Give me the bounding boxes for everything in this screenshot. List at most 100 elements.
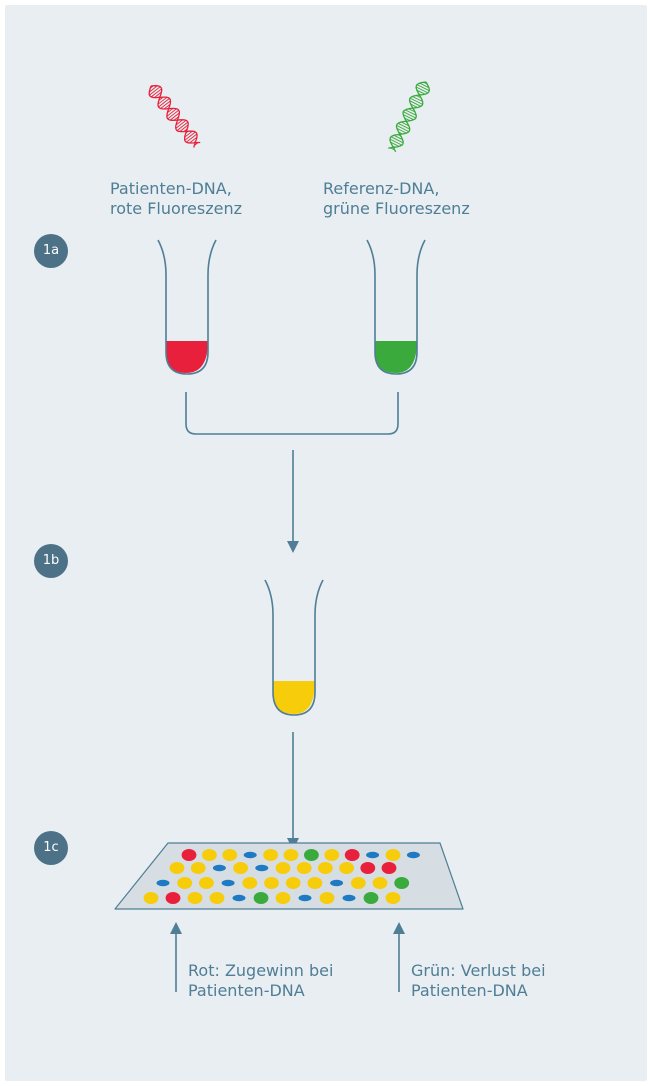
dna-rung <box>409 97 423 105</box>
spot-blue <box>366 851 380 859</box>
spot-blue <box>255 864 269 872</box>
spot-yellow <box>385 849 401 861</box>
merge-connector <box>185 392 399 435</box>
patient-dna-helix-icon <box>148 85 201 148</box>
dna-rung <box>392 145 396 148</box>
mixed-tube-liquid <box>273 681 315 714</box>
spot-yellow <box>202 849 217 861</box>
spot-blue <box>156 879 170 887</box>
spot-yellow <box>307 877 323 889</box>
dna-rung <box>397 122 410 130</box>
loss-label: Grün: Verlust bei Patienten-DNA <box>411 961 546 1001</box>
dna-rung <box>179 124 189 132</box>
spot-green <box>253 892 269 904</box>
dna-rung <box>390 147 395 151</box>
dna-rung <box>416 95 422 99</box>
dna-rung <box>396 124 410 133</box>
dna-strand <box>148 85 201 144</box>
dna-rung <box>410 103 418 108</box>
spot-yellow <box>324 849 340 861</box>
spot-yellow <box>143 892 159 904</box>
dna-rung <box>390 136 404 144</box>
patient-tube-outline <box>157 239 217 375</box>
dna-rung <box>184 131 196 141</box>
spot-yellow <box>275 862 291 874</box>
reference-tube-outline <box>366 239 426 375</box>
dna-rung <box>163 103 171 110</box>
patient-dna-label: Patienten-DNA, rote Fluoreszenz <box>110 179 242 219</box>
dna-rung <box>402 114 414 121</box>
dna-rung <box>397 134 401 137</box>
dna-rung <box>175 119 183 126</box>
dna-rung <box>419 82 430 89</box>
dna-rung <box>398 131 403 135</box>
spot-yellow <box>275 892 291 904</box>
dna-rung <box>167 108 174 114</box>
gain-label-line-1: Rot: Zugewinn bei <box>188 961 334 980</box>
spot-green <box>304 849 319 861</box>
spot-red <box>165 892 181 904</box>
spot-blue <box>406 851 420 859</box>
dna-rung <box>157 96 168 105</box>
dna-rung <box>158 96 164 101</box>
dna-rung <box>167 109 179 120</box>
dna-rung <box>186 133 198 143</box>
arrow-1-head <box>287 541 299 553</box>
spot-yellow <box>263 849 278 861</box>
dna-rung <box>185 130 189 134</box>
step-badge-1c: 1c <box>34 831 68 865</box>
dna-rung <box>412 96 423 102</box>
patient-tube-liquid <box>166 341 208 373</box>
spot-yellow <box>296 862 312 874</box>
dna-rung <box>393 134 403 141</box>
loss-label-line-2: Patienten-DNA <box>411 981 528 1000</box>
dna-rung <box>415 86 429 94</box>
dna-strand <box>388 81 430 149</box>
dna-rung <box>189 136 198 144</box>
spot-yellow <box>264 877 279 889</box>
dna-rung <box>418 93 421 96</box>
dna-rung <box>403 111 417 119</box>
spot-yellow <box>233 862 249 874</box>
spot-yellow <box>283 849 299 861</box>
dna-rung <box>416 89 426 95</box>
spot-yellow <box>319 892 335 904</box>
step-badge-1a: 1a <box>34 234 68 268</box>
loss-label-line-1: Grün: Verlust bei <box>411 961 546 980</box>
dna-strand <box>389 81 427 153</box>
spot-yellow <box>285 877 301 889</box>
dna-rung <box>423 81 428 85</box>
spot-yellow <box>190 862 206 874</box>
dna-rung <box>160 100 171 109</box>
spot-green <box>394 877 410 889</box>
reference-dna-label-line-2: grüne Fluoreszenz <box>323 199 470 218</box>
spot-blue <box>342 894 356 902</box>
reference-dna-label-line-1: Referenz-DNA, <box>323 179 440 198</box>
spot-red <box>344 849 360 861</box>
dna-rung <box>194 142 199 146</box>
spot-red <box>360 862 376 874</box>
dna-rung <box>389 138 403 146</box>
dna-rung <box>408 108 416 113</box>
spot-yellow <box>199 877 214 889</box>
dna-rung <box>416 84 430 92</box>
spot-yellow <box>209 892 225 904</box>
reference-dna-helix-icon <box>388 81 430 153</box>
patient-dna-label-line-1: Patienten-DNA, <box>110 179 232 198</box>
dna-rung <box>390 141 400 147</box>
dna-rung <box>158 98 170 108</box>
dna-rung <box>405 109 417 116</box>
spot-yellow <box>222 849 238 861</box>
dna-rung <box>150 85 154 89</box>
patient-dna-label-line-2: rote Fluoreszenz <box>110 199 242 218</box>
spot-yellow <box>339 862 354 874</box>
dna-rung <box>173 116 179 121</box>
spot-yellow <box>350 877 366 889</box>
reference-dna-label: Referenz-DNA, grüne Fluoreszenz <box>323 179 470 219</box>
dna-rung <box>176 121 189 131</box>
spot-blue <box>221 879 235 887</box>
spot-blue <box>298 894 312 902</box>
spot-green <box>363 892 379 904</box>
gain-label: Rot: Zugewinn bei Patienten-DNA <box>188 961 333 1001</box>
